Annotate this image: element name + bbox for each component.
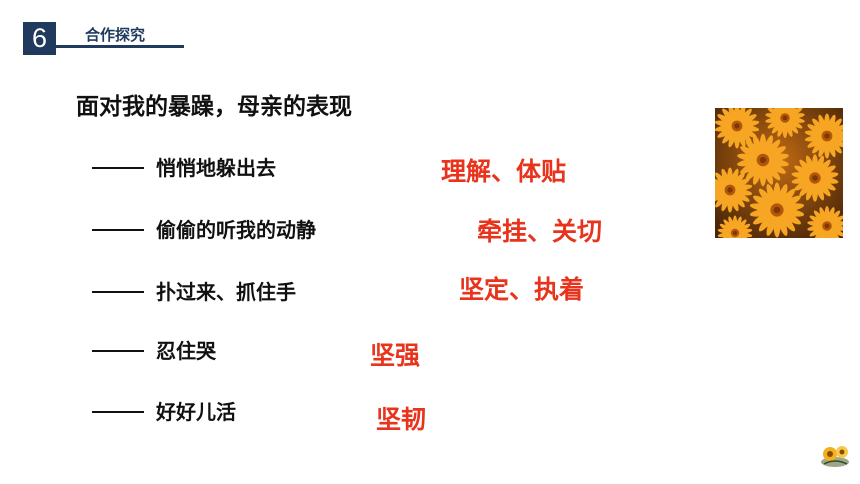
dash-icon: [92, 290, 144, 293]
answer-text: 坚韧: [376, 405, 427, 434]
answer-text: 坚强: [370, 341, 421, 370]
section-number-badge: 6: [23, 22, 56, 55]
list-item: 悄悄地躲出去: [92, 152, 276, 181]
list-item-text: 扑过来、抓住手: [156, 280, 296, 304]
list-item: 好好儿活: [92, 396, 236, 425]
flower-decoration-icon: [818, 440, 852, 470]
answer-text: 理解、体贴: [441, 157, 567, 186]
list-item: 扑过来、抓住手: [92, 276, 296, 305]
dash-icon: [92, 166, 144, 169]
list-item: 偷偷的听我的动静: [92, 214, 316, 243]
list-item-text: 好好儿活: [156, 400, 236, 424]
list-item-text: 悄悄地躲出去: [156, 156, 276, 180]
list-item-text: 忍住哭: [156, 339, 216, 363]
answer-text: 牵挂、关切: [477, 217, 603, 246]
dash-icon: [92, 410, 144, 413]
dash-icon: [92, 349, 144, 352]
slide-heading: 面对我的暴躁，母亲的表现: [76, 94, 352, 120]
flower-photo-icon: [715, 108, 843, 238]
chrysanthemum-photo: [715, 108, 843, 238]
list-item: 忍住哭: [92, 335, 216, 364]
dash-icon: [92, 228, 144, 231]
answer-text: 坚定、执着: [459, 275, 585, 304]
section-underline: [56, 45, 184, 48]
list-item-text: 偷偷的听我的动静: [156, 218, 316, 242]
section-title: 合作探究: [85, 26, 146, 44]
